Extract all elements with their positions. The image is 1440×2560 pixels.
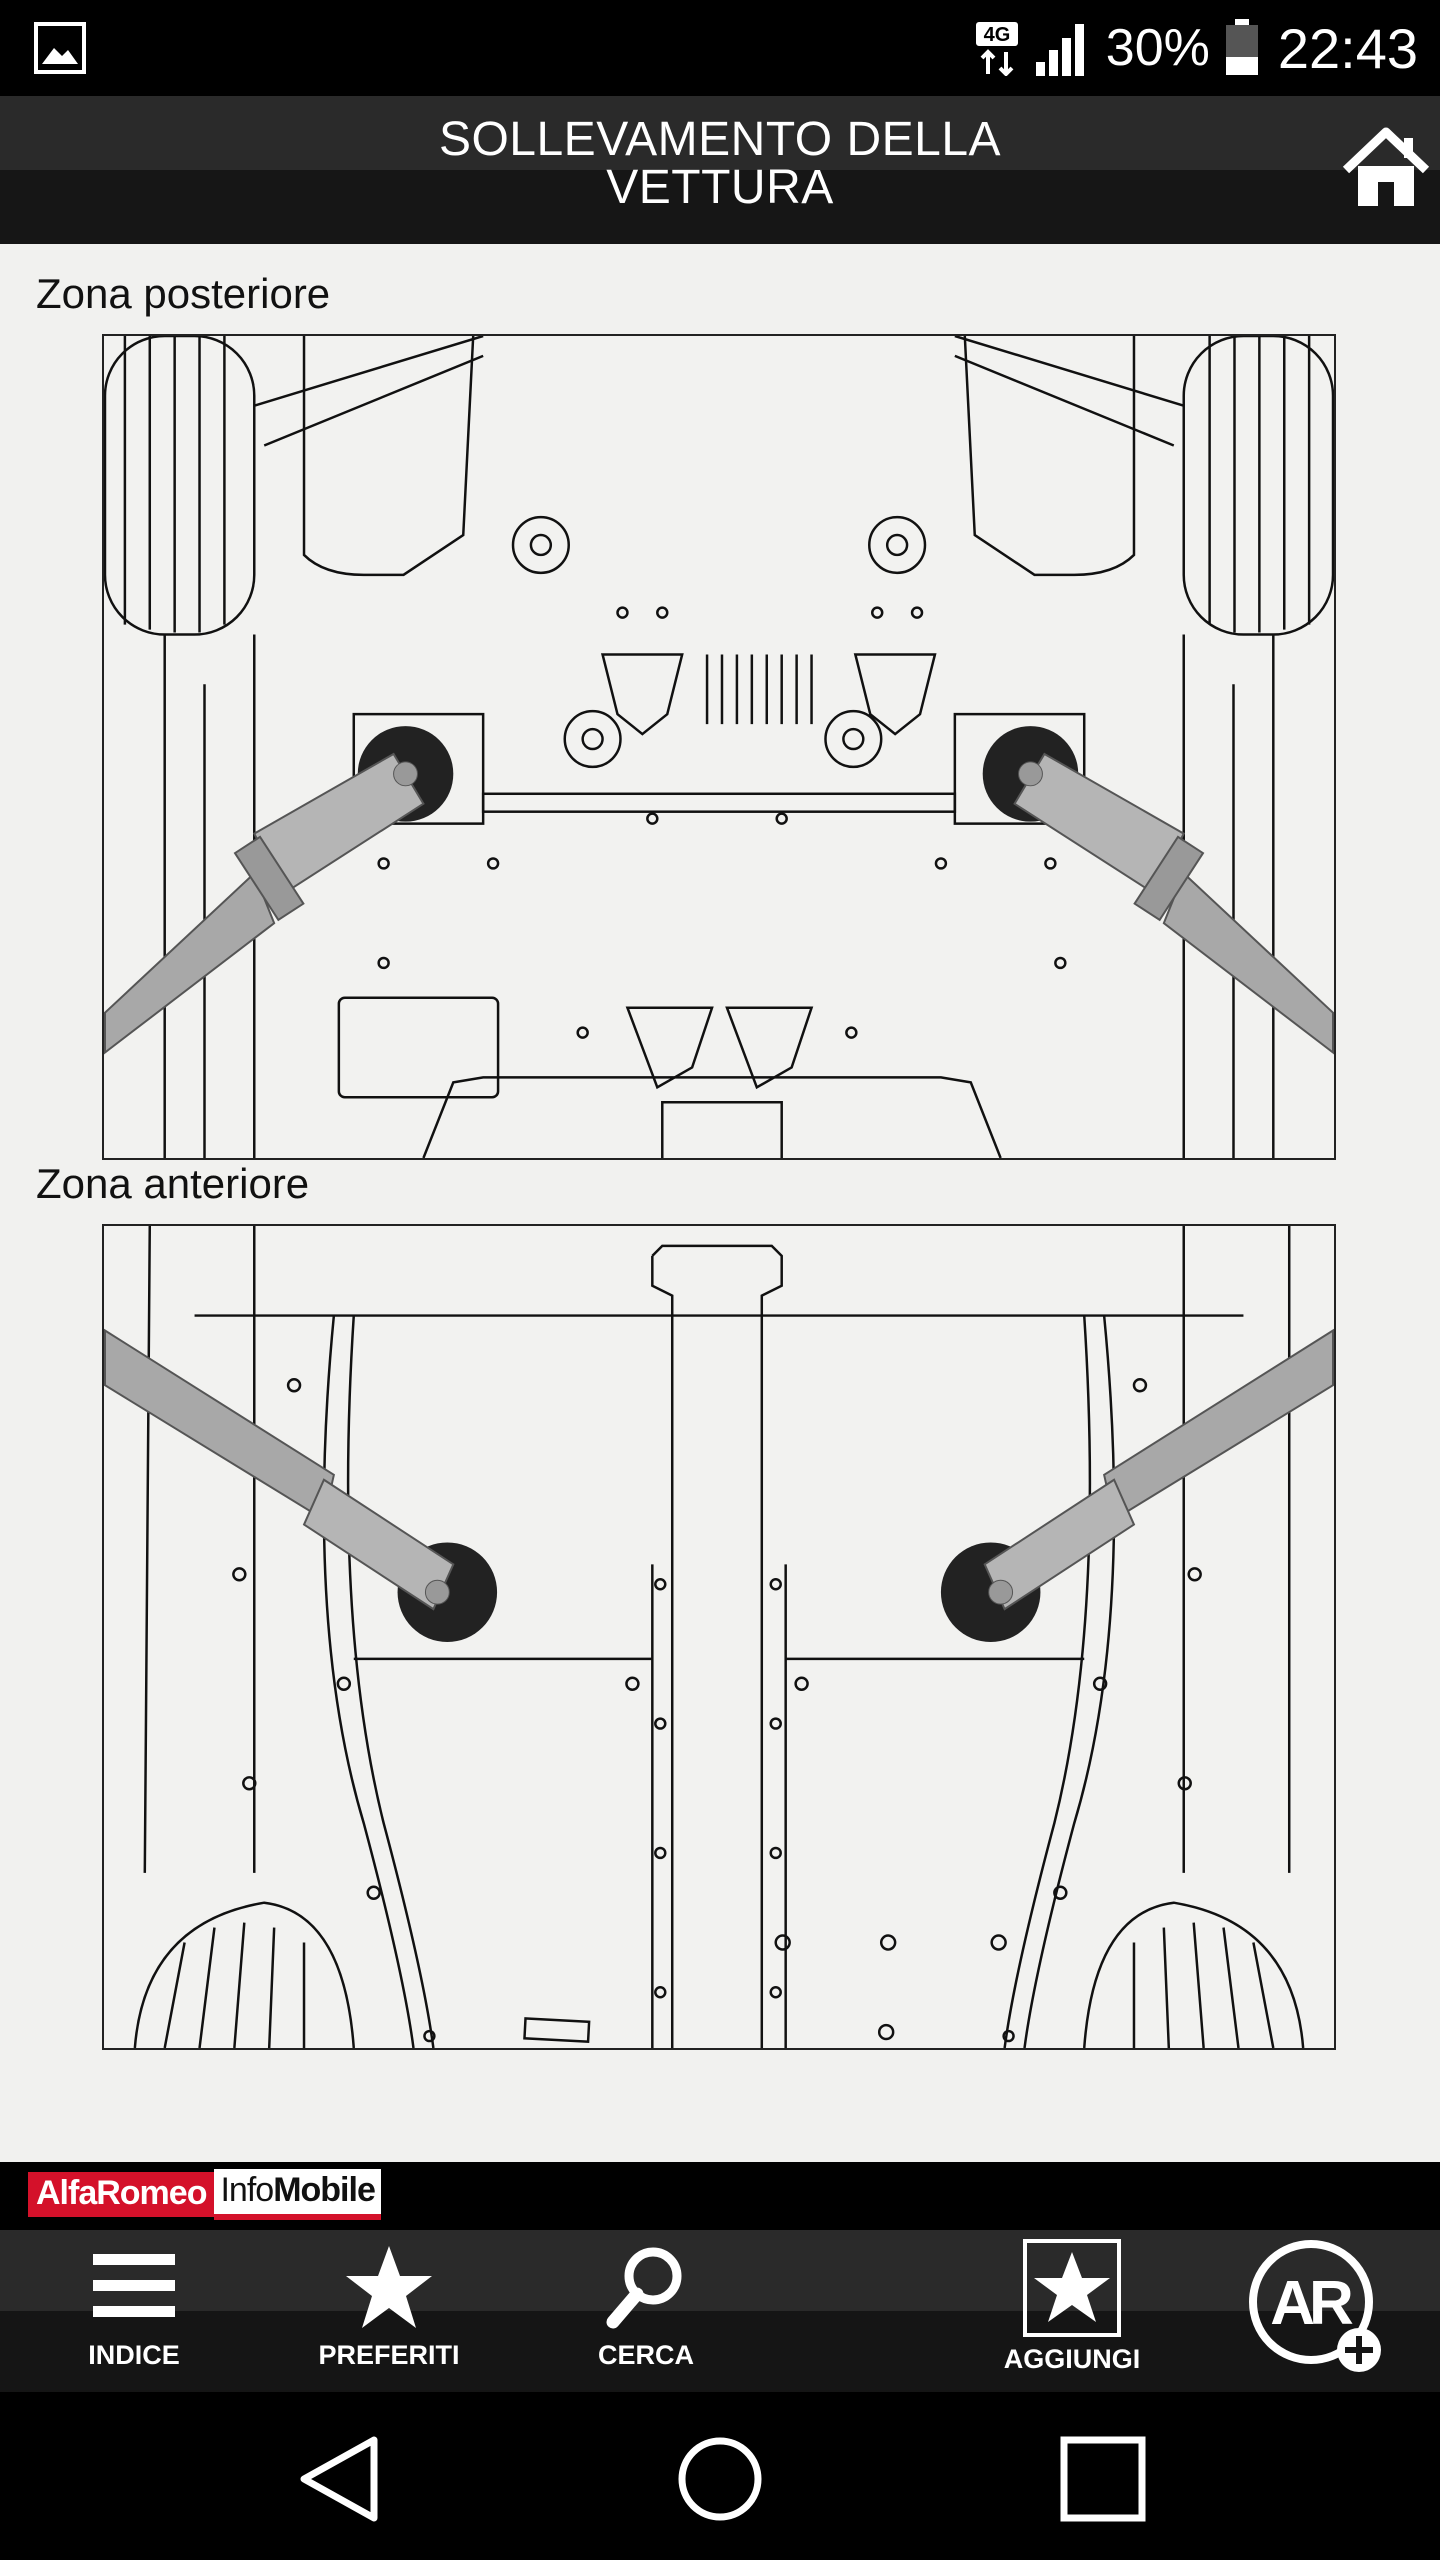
battery-percent: 30% xyxy=(1105,19,1210,77)
status-bar: 4G 30% 22:43 xyxy=(0,0,1440,96)
back-icon[interactable] xyxy=(296,2434,386,2524)
brand-logo: AlfaRomeo InfoMobile xyxy=(28,2162,381,2226)
menu-icon xyxy=(93,2254,175,2317)
toolbar-indice[interactable]: INDICE xyxy=(64,2230,204,2392)
lift-arm-left xyxy=(104,726,454,1055)
home-circle-icon[interactable] xyxy=(675,2434,765,2524)
toolbar-cerca[interactable]: CERCA xyxy=(576,2230,716,2392)
svg-text:AR: AR xyxy=(1270,2269,1353,2338)
front-lift-diagram xyxy=(102,1224,1336,2050)
rear-lift-diagram xyxy=(102,334,1336,1160)
star-add-icon xyxy=(1023,2239,1121,2337)
lift-arm-front-left xyxy=(104,1328,498,1642)
star-icon xyxy=(346,2246,432,2328)
title-bar: SOLLEVAMENTO DELLA VETTURA xyxy=(0,96,1440,244)
ar-add-button[interactable]: AR xyxy=(1240,2230,1390,2392)
home-icon[interactable] xyxy=(1338,120,1434,216)
content-area[interactable]: Zona posteriore xyxy=(0,244,1440,2162)
front-underbody-drawing xyxy=(104,1226,1334,2048)
toolbar-preferiti[interactable]: PREFERITI xyxy=(314,2230,464,2392)
ar-plus-icon: AR xyxy=(1249,2240,1381,2372)
section-title-front: Zona anteriore xyxy=(36,1160,310,1207)
page-title: SOLLEVAMENTO DELLA VETTURA xyxy=(438,113,1002,214)
recents-icon[interactable] xyxy=(1058,2434,1148,2524)
toolbar-aggiungi[interactable]: AGGIUNGI xyxy=(992,2230,1152,2392)
lift-arm-right xyxy=(982,726,1334,1055)
svg-text:4G: 4G xyxy=(983,24,1010,46)
signal-icon xyxy=(1035,24,1084,76)
bottom-toolbar: INDICE PREFERITI CERCA AGGIUNGI AR xyxy=(0,2230,1440,2392)
brand-bar: AlfaRomeo InfoMobile xyxy=(0,2162,1440,2230)
clock: 22:43 xyxy=(1277,16,1418,80)
section-title-rear: Zona posteriore xyxy=(36,270,331,317)
network-4g-icon: 4G xyxy=(975,22,1018,76)
search-icon xyxy=(606,2247,682,2329)
gallery-icon xyxy=(34,22,86,74)
rear-underbody-drawing xyxy=(104,336,1334,1158)
system-nav-bar xyxy=(0,2392,1440,2560)
lift-arm-front-right xyxy=(940,1328,1334,1642)
battery-icon xyxy=(1225,19,1258,75)
